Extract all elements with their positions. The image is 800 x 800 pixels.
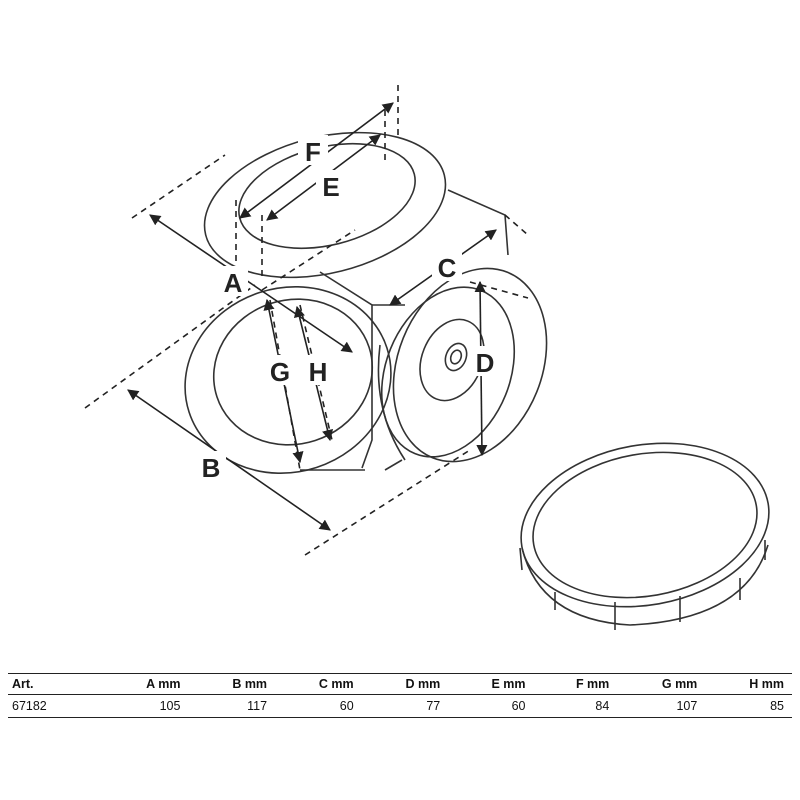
table-header-f: F mm	[533, 673, 618, 695]
label-d: D	[476, 348, 495, 378]
table-header-b: B mm	[188, 673, 276, 695]
table-cell-b: 117	[188, 694, 276, 718]
table-cell-c: 60	[275, 694, 362, 718]
lid-ring-outline	[519, 442, 770, 630]
table-cell-f: 84	[533, 694, 618, 718]
table-header-a: A mm	[102, 673, 189, 695]
table-header-g: G mm	[617, 673, 706, 695]
label-b: B	[202, 453, 221, 483]
table-header-row: Art. A mm B mm C mm D mm E mm F mm G mm …	[8, 673, 792, 695]
table-header-h: H mm	[705, 673, 792, 695]
dimension-table: Art. A mm B mm C mm D mm E mm F mm G mm …	[8, 673, 792, 718]
label-a: A	[224, 268, 243, 298]
table-header-e: E mm	[448, 673, 534, 695]
table-cell-art: 67182	[8, 694, 103, 718]
label-f: F	[305, 137, 321, 167]
dimension-labels: A B F E C D G H	[196, 135, 500, 483]
dimension-drawing: A B F E C D G H	[84, 85, 770, 630]
label-e: E	[322, 172, 339, 202]
label-h: H	[309, 357, 328, 387]
table-cell-a: 105	[102, 694, 189, 718]
label-c: C	[438, 253, 457, 283]
table-cell-h: 85	[705, 694, 792, 718]
table-header-c: C mm	[275, 673, 362, 695]
table-header-art: Art.	[8, 673, 103, 695]
table-header-d: D mm	[361, 673, 449, 695]
table-cell-e: 60	[448, 694, 534, 718]
label-g: G	[270, 357, 290, 387]
table-row: 67182 105 117 60 77 60 84 107 85	[8, 694, 792, 718]
table-cell-g: 107	[617, 694, 706, 718]
filter-housing-outline	[184, 131, 548, 475]
table-cell-d: 77	[361, 694, 449, 718]
